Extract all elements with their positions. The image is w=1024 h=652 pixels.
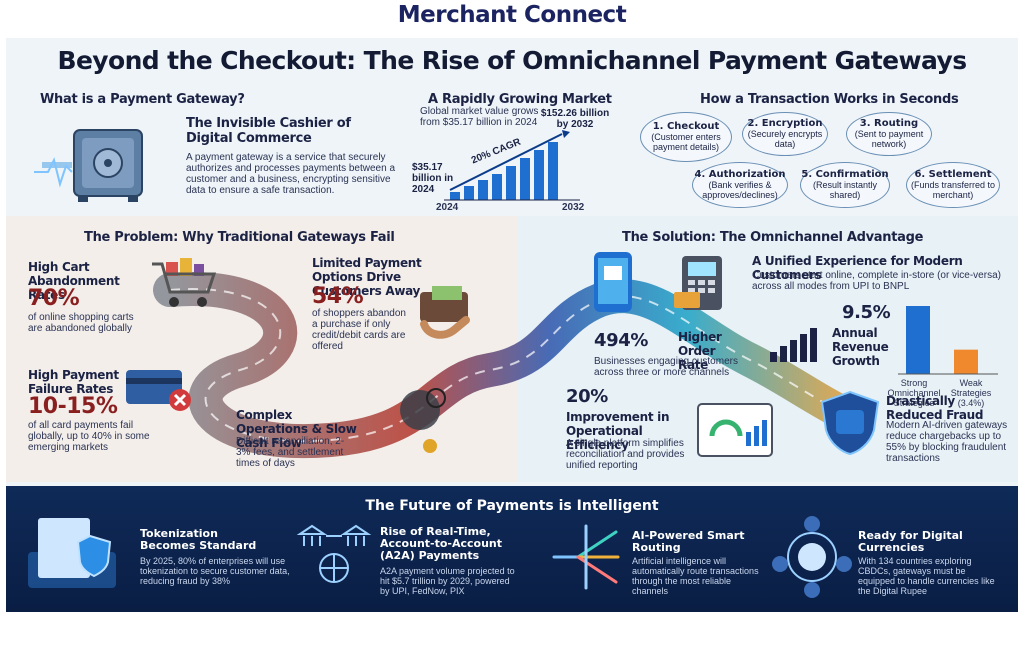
ops-title: Complex Operations & Slow Cash Flow (236, 408, 357, 450)
fraud-title: Drastically Reduced Fraud (886, 394, 984, 422)
market-growth-chart (444, 130, 580, 201)
efficiency-stat: 20% (566, 386, 608, 407)
failure-text: of all card payments fail globally, up t… (28, 420, 150, 453)
revenue-comparison-chart (898, 306, 998, 375)
cart-text: of online shopping carts are abandoned g… (28, 312, 134, 334)
solution-heading: The Solution: The Omnichannel Advantage (622, 230, 924, 245)
cart-title: High Cart Abandonment Rates (28, 260, 120, 302)
smartphone-icon (594, 252, 632, 312)
card-terminal-icon (674, 256, 722, 310)
options-text: of shoppers abandon a purchase if only c… (312, 308, 406, 352)
journey-road-graphic (153, 272, 870, 459)
step-encryption: 2. Encryption(Securely encrypts data) (742, 112, 828, 156)
future-routing-title: AI-Powered Smart Routing (632, 529, 745, 554)
failure-stat: 10-15% (28, 394, 118, 419)
future-tokenization-text: By 2025, 80% of enterprises will use tok… (140, 556, 290, 586)
bank-transfer-icon (296, 524, 372, 583)
market-heading: A Rapidly Growing Market (428, 92, 612, 107)
declined-card-icon (126, 370, 191, 411)
efficiency-text: A single platform simplifies reconciliat… (566, 438, 685, 471)
step-confirmation: 5. Confirmation(Result instantly shared) (800, 162, 890, 208)
market-year-start: 2024 (436, 202, 459, 213)
gateway-heading: What is a Payment Gateway? (40, 92, 245, 107)
growth-bars-icon (770, 328, 817, 362)
transaction-heading: How a Transaction Works in Seconds (700, 92, 959, 107)
shield-ai-icon (820, 390, 880, 456)
future-panel: The Future of Payments is Intelligent (6, 486, 1018, 612)
future-heading: The Future of Payments is Intelligent (365, 498, 659, 514)
market-year-end: 2032 (562, 202, 585, 213)
problem-heading: The Problem: Why Traditional Gateways Fa… (84, 230, 395, 245)
future-cbdc-title: Ready for Digital Currencies (858, 529, 963, 554)
step-settlement: 6. Settlement(Funds transferred to merch… (906, 162, 1000, 208)
market-start-label: $35.17 billion in 2024 (412, 162, 454, 195)
revenue-bar-weak (954, 349, 978, 374)
safe-icon (34, 129, 143, 202)
shopping-cart-icon (152, 258, 217, 307)
future-a2a-text: A2A payment volume projected to hit $5.7… (380, 566, 515, 596)
future-cbdc-text: With 134 countries exploring CBDCs, gate… (858, 556, 995, 596)
cart-stat: 70% (28, 286, 80, 311)
gateway-text: A payment gateway is a service that secu… (186, 152, 396, 196)
dashboard-icon (697, 403, 773, 457)
future-tokenization-title: Tokenization Becomes Standard (140, 527, 257, 552)
smart-routing-icon (552, 524, 620, 590)
step-checkout: 1. Checkout(Customer enters payment deta… (640, 112, 732, 162)
unified-title: A Unified Experience for Modern Customer… (752, 254, 963, 282)
tokenization-data-icon (28, 518, 116, 588)
revenue-title: Annual Revenue Growth (832, 326, 889, 368)
options-stat: 54% (312, 284, 364, 309)
digital-currency-icon (772, 516, 852, 598)
step-routing: 3. Routing(Sent to payment network) (846, 112, 932, 156)
efficiency-title: Improvement in Operational Efficiency (566, 410, 670, 452)
revenue-bar1-label: Strong Omnichannel Strategies (887, 378, 941, 408)
wallet-icon (420, 286, 470, 339)
market-text: Global market value grows from $35.17 bi… (420, 106, 539, 128)
fraud-text: Modern AI-driven gateways reduce chargeb… (886, 420, 1008, 464)
failure-title: High Payment Failure Rates (28, 368, 119, 396)
order-text: Businesses engaging customers across thr… (594, 356, 738, 378)
gateway-title: The Invisible Cashier of Digital Commerc… (186, 116, 351, 146)
options-title: Limited Payment Options Drive Customers … (312, 256, 422, 298)
order-title: Higher Order Rate (678, 330, 722, 372)
revenue-bar-strong (906, 306, 930, 374)
order-stat: 494% (594, 330, 649, 351)
page-title: Beyond the Checkout: The Rise of Omnicha… (57, 46, 968, 75)
revenue-stat: 9.5% (842, 302, 891, 323)
unified-text: Customers start online, complete in-stor… (752, 270, 1001, 292)
market-end-label: $152.26 billion by 2032 (540, 108, 610, 130)
ops-text: Difficult reconciliation, 2-3% fees, and… (236, 436, 345, 469)
future-a2a-title: Rise of Real-Time, Account-to-Account (A… (380, 525, 503, 562)
revenue-bar2-label: Weak Strategies (3.4%) (950, 378, 992, 408)
future-routing-text: Artificial intelligence will automatical… (632, 556, 759, 596)
step-authorization: 4. Authorization(Bank verifies & approve… (692, 162, 788, 208)
brand-logo: Merchant Connect (397, 2, 627, 28)
